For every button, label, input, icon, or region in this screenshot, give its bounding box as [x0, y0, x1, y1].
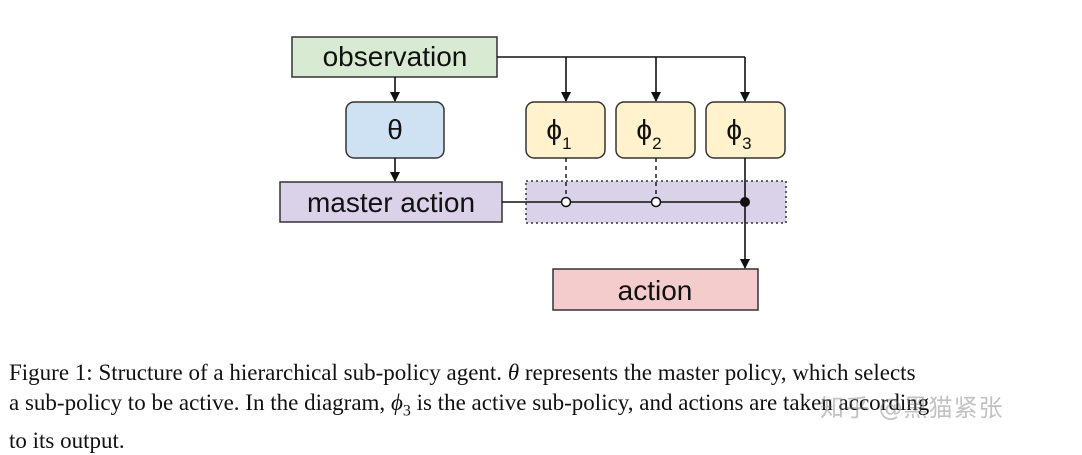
caption-phi-index: 3 [402, 402, 411, 420]
phi3-switch-closed [740, 197, 750, 207]
caption-text: Figure 1: Structure of a hierarchical su… [9, 360, 503, 385]
master-action-box [279, 181, 503, 223]
phi1-switch-open [560, 196, 572, 208]
caption-text: represents the master policy, which sele… [524, 360, 916, 385]
figure-caption: Figure 1: Structure of a hierarchical su… [9, 358, 1075, 455]
caption-line-3: to its output. [9, 426, 1075, 455]
phi3-label: ϕ3 [726, 114, 751, 153]
observation-label: observation [323, 41, 468, 72]
phi2-switch-open [650, 196, 662, 208]
action-box [552, 268, 759, 311]
phi1-label: ϕ1 [546, 114, 571, 153]
caption-phi-symbol: ϕ [390, 389, 403, 415]
caption-line-2: a sub-policy to be active. In the diagra… [9, 388, 1075, 426]
caption-theta-symbol: θ [507, 360, 520, 385]
theta-label: θ [387, 114, 403, 145]
caption-text: to its output. [9, 427, 125, 453]
hierarchical-policy-diagram: observation θ ϕ1 ϕ2 ϕ3 master action act… [279, 36, 787, 311]
phi2-label: ϕ2 [636, 114, 661, 153]
master-action-label: master action [307, 187, 475, 218]
caption-text: is the active sub-policy, and actions ar… [416, 389, 930, 415]
action-label: action [618, 275, 693, 306]
observation-box [291, 36, 498, 78]
caption-line-1: Figure 1: Structure of a hierarchical su… [9, 358, 1075, 388]
caption-text: a sub-policy to be active. In the diagra… [9, 389, 386, 415]
